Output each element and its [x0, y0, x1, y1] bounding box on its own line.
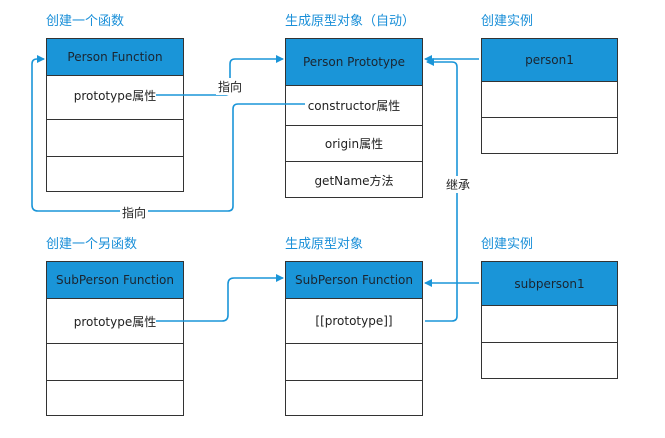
title-create-instance-1: 创建实例	[481, 14, 534, 29]
label-points-to-1: 指向	[216, 78, 245, 95]
arrow-subperson-prototype-to-subperson-proto	[156, 274, 284, 322]
subperson-prototype-proto-row: [[prototype]]	[286, 298, 422, 343]
person-prototype-getname-row: getName方法	[286, 161, 422, 198]
subperson-function-empty-row-1	[47, 343, 183, 380]
subperson1-empty-row-1	[482, 305, 617, 342]
person1-header: person1	[482, 39, 617, 81]
title-create-prototype: 生成原型对象	[285, 237, 364, 252]
arrow-constructor-to-person-function	[31, 55, 305, 212]
person1-empty-row-1	[482, 81, 617, 117]
person-function-box: Person Function prototype属性	[46, 38, 184, 192]
subperson-prototype-header: SubPerson Function	[286, 262, 422, 298]
label-points-to-2: 指向	[120, 204, 149, 221]
subperson1-box: subperson1	[481, 261, 618, 379]
subperson-function-header: SubPerson Function	[47, 262, 183, 298]
person-prototype-origin-row: origin属性	[286, 125, 422, 161]
subperson1-header: subperson1	[482, 262, 617, 305]
person-function-empty-row-1	[47, 119, 183, 156]
title-create-prototype-auto: 生成原型对象（自动）	[285, 14, 416, 29]
subperson-function-empty-row-2	[47, 380, 183, 416]
person-function-empty-row-2	[47, 156, 183, 192]
subperson-prototype-empty-row-1	[286, 343, 422, 380]
person-prototype-box: Person Prototype constructor属性 origin属性 …	[285, 38, 423, 198]
subperson1-empty-row-2	[482, 342, 617, 379]
person-function-prototype-row: prototype属性	[47, 75, 183, 115]
subperson-prototype-empty-row-2	[286, 380, 422, 416]
title-create-instance-2: 创建实例	[481, 237, 534, 252]
subperson-function-box: SubPerson Function prototype属性	[46, 261, 184, 416]
person-prototype-constructor-row: constructor属性	[286, 85, 422, 125]
subperson-function-prototype-row: prototype属性	[47, 298, 183, 343]
person-prototype-header: Person Prototype	[286, 39, 422, 85]
label-inherits: 继承	[444, 176, 473, 193]
title-create-function: 创建一个函数	[46, 14, 125, 29]
person-function-header: Person Function	[47, 39, 183, 75]
person1-empty-row-2	[482, 117, 617, 154]
subperson-prototype-box: SubPerson Function [[prototype]]	[285, 261, 423, 416]
title-create-other-function: 创建一个另函数	[46, 237, 138, 252]
person1-box: person1	[481, 38, 618, 154]
